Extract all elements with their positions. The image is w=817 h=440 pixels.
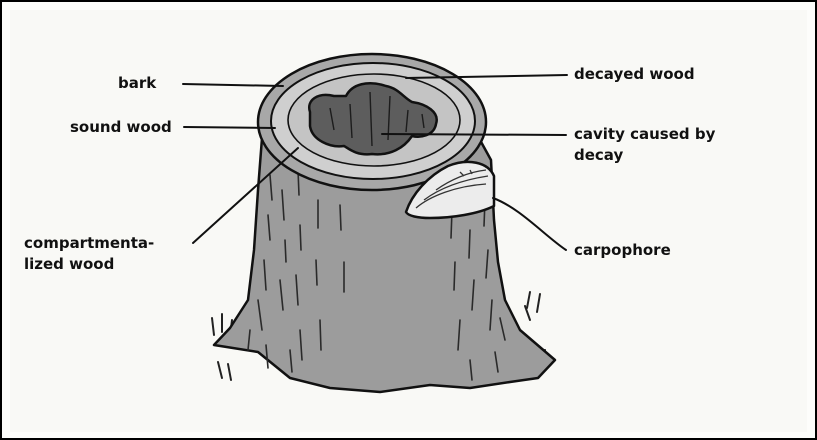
label-compartmentalized-line1: compartmenta- (24, 233, 154, 253)
leader-carpophore (493, 198, 566, 250)
label-compartmentalized-line2: lized wood (24, 254, 114, 274)
leader-bark (183, 84, 283, 86)
leader-cavity (382, 134, 566, 135)
label-cavity-line1: cavity caused by (574, 124, 715, 144)
label-bark: bark (118, 73, 156, 93)
label-carpophore: carpophore (574, 240, 671, 260)
label-cavity-line2: decay (574, 145, 623, 165)
label-sound-wood: sound wood (70, 117, 172, 137)
label-decayed-wood: decayed wood (574, 64, 695, 84)
leader-sound-wood (184, 127, 275, 128)
